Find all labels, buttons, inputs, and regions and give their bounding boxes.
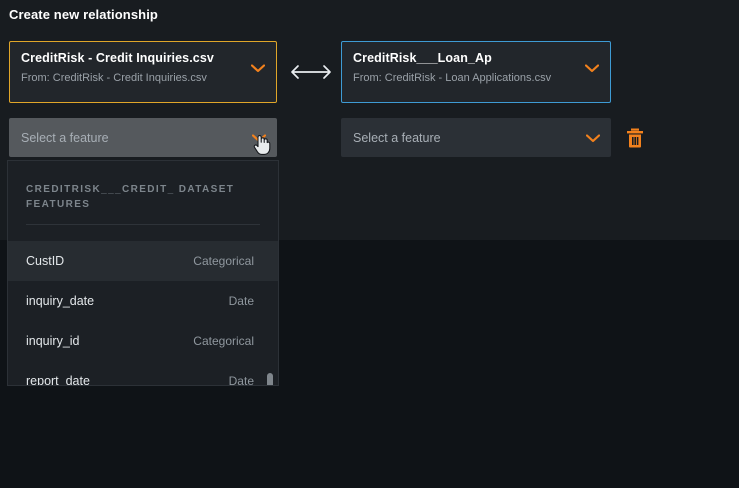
option-name: report_date (26, 374, 90, 386)
dropdown-option-report-date[interactable]: report_date Date (8, 361, 278, 386)
dropdown-option-inquiry-date[interactable]: inquiry_date Date (8, 281, 278, 321)
right-feature-select[interactable]: Select a feature (341, 118, 611, 157)
option-name: inquiry_date (26, 294, 95, 308)
dropdown-option-list: CustID Categorical inquiry_date Date inq… (8, 241, 278, 386)
left-feature-placeholder: Select a feature (21, 130, 109, 145)
chevron-down-icon[interactable] (586, 134, 600, 143)
page-title: Create new relationship (9, 7, 158, 22)
dropdown-divider (26, 224, 260, 225)
left-feature-select[interactable]: Select a feature (9, 118, 277, 157)
option-type: Date (228, 374, 254, 386)
option-type: Categorical (193, 334, 254, 348)
chevron-down-icon[interactable] (585, 64, 599, 73)
trash-icon[interactable] (626, 128, 644, 148)
dropdown-option-custid[interactable]: CustID Categorical (8, 241, 278, 281)
left-dataset-name: CreditRisk - Credit Inquiries.csv (21, 51, 214, 65)
dropdown-header: CREDITRISK___CREDIT_ DATASET FEATURES (8, 161, 278, 212)
right-feature-placeholder: Select a feature (353, 130, 441, 145)
dropdown-option-inquiry-id[interactable]: inquiry_id Categorical (8, 321, 278, 361)
chevron-down-icon[interactable] (251, 64, 265, 73)
option-name: inquiry_id (26, 334, 80, 348)
dropdown-header-label: CREDITRISK___CREDIT_ DATASET FEATURES (26, 184, 235, 210)
mouse-cursor-pointer (252, 133, 272, 157)
right-dataset-name: CreditRisk___Loan_Ap (353, 51, 492, 65)
create-relationship-panel: Create new relationship CreditRisk - Cre… (0, 0, 739, 240)
bidirectional-arrow-icon (289, 62, 333, 82)
right-dataset-selector[interactable]: CreditRisk___Loan_Ap From: CreditRisk - … (341, 41, 611, 103)
left-dataset-source: From: CreditRisk - Credit Inquiries.csv (21, 72, 207, 84)
dropdown-scrollbar[interactable] (267, 373, 273, 385)
feature-dropdown-menu[interactable]: CREDITRISK___CREDIT_ DATASET FEATURES Cu… (7, 160, 279, 386)
option-type: Categorical (193, 254, 254, 268)
option-name: CustID (26, 254, 65, 268)
option-type: Date (228, 294, 254, 308)
left-dataset-selector[interactable]: CreditRisk - Credit Inquiries.csv From: … (9, 41, 277, 103)
right-dataset-source: From: CreditRisk - Loan Applications.csv (353, 72, 552, 84)
